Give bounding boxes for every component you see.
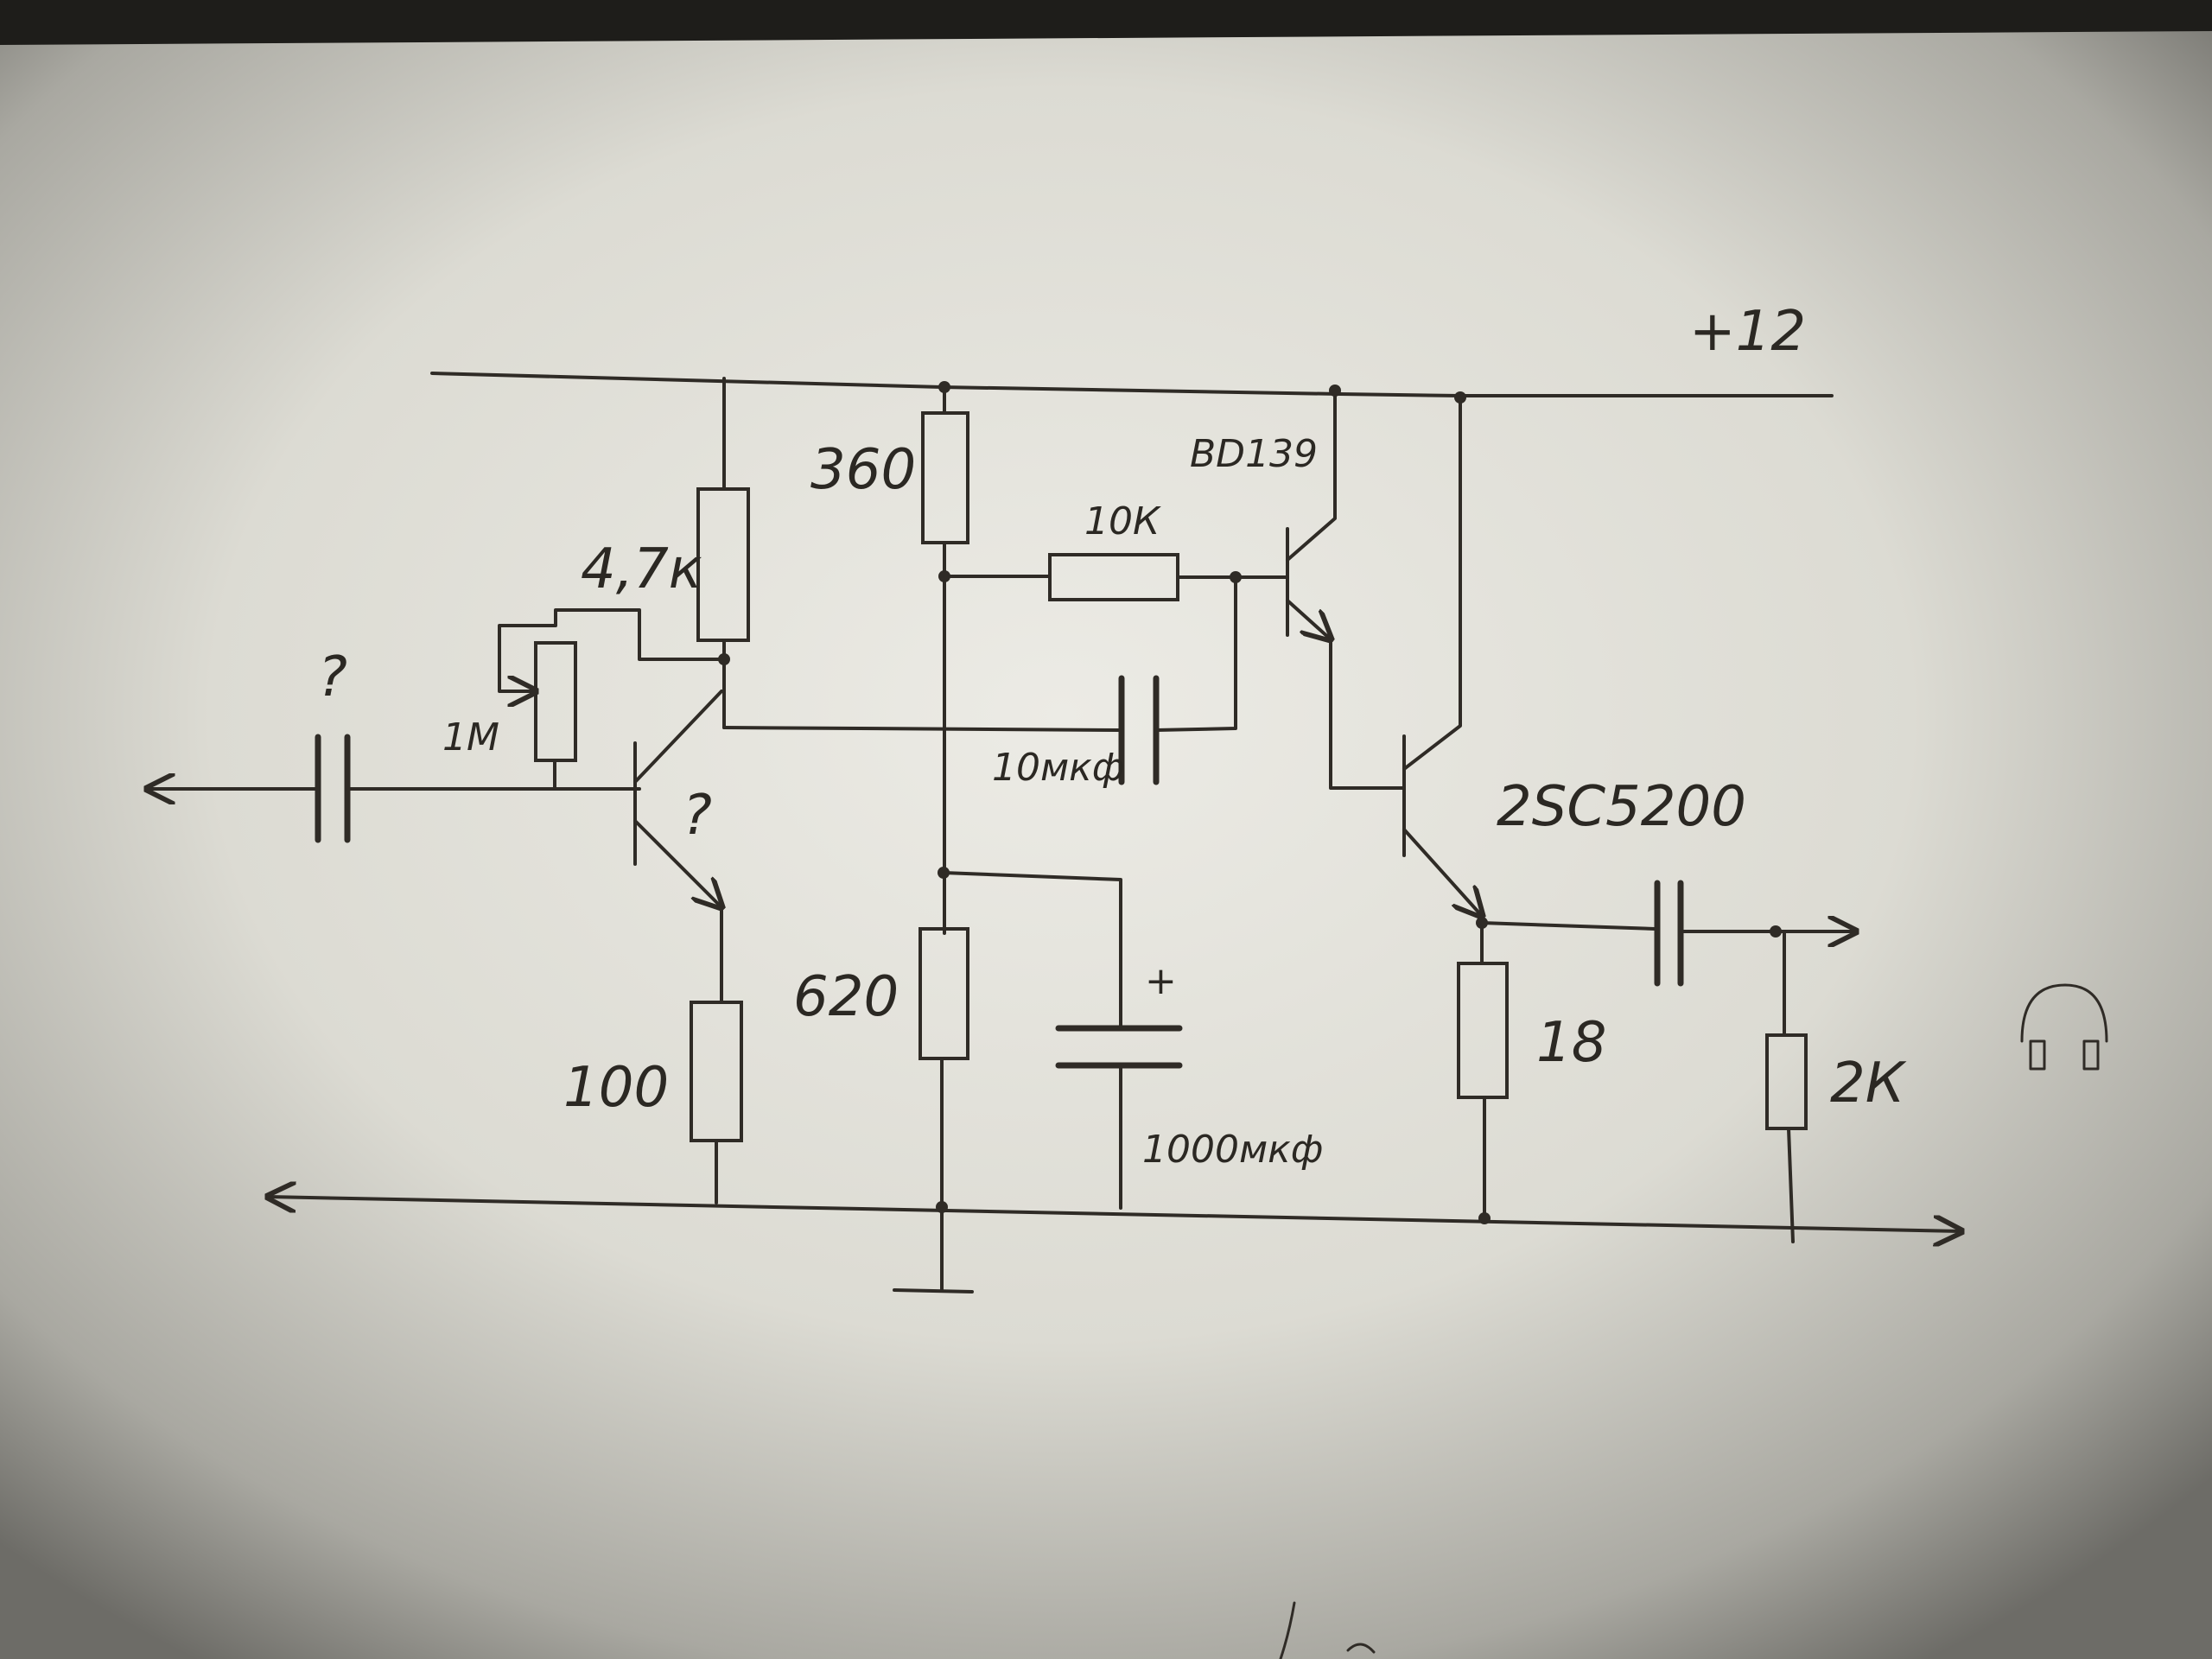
resistor-10k-label: 10К [1084, 499, 1161, 543]
paper-surface [0, 31, 2212, 1659]
capacitor-1000uf-label: 1000мкф [1142, 1128, 1323, 1172]
resistor-100 [690, 906, 743, 1205]
resistor-18 [1457, 914, 1509, 1224]
supply-label: +12 [1689, 300, 1806, 364]
input-capacitor-label: ? [318, 645, 347, 709]
resistor-360-label: 360 [810, 438, 916, 502]
resistor-2k-label: 2К [1830, 1052, 1907, 1116]
ground-symbol [893, 1201, 974, 1294]
resistor-620 [918, 867, 969, 1209]
q3-label: 2SC5200 [1497, 775, 1746, 839]
headphones-icon [2020, 983, 2108, 1071]
capacitor-1000uf-plus: + [1145, 959, 1177, 1003]
q2-label: BD139 [1190, 432, 1318, 476]
capacitor-1000uf [942, 871, 1183, 1210]
ground-rail [268, 1197, 1961, 1231]
q3-transistor [1402, 391, 1482, 916]
q1-transistor [633, 690, 721, 907]
input-capacitor [315, 734, 641, 843]
resistor-100-label: 100 [563, 1056, 669, 1120]
pen-stroke [1279, 1601, 1376, 1659]
q1-label: ? [683, 784, 712, 848]
q2-transistor [1286, 385, 1406, 790]
resistor-10k [943, 553, 1289, 601]
resistor-620-label: 620 [793, 965, 899, 1029]
collector-wire [722, 726, 1121, 732]
resistor-4k7-label: 4,7к [581, 537, 702, 601]
resistor-2k [1765, 930, 1808, 1243]
trimmer-1m-label: 1М [442, 715, 499, 760]
resistor-4k7 [696, 377, 750, 729]
output-terminal [1679, 925, 1856, 938]
capacitor-10uf-label: 10мкф [992, 746, 1124, 790]
resistor-18-label: 18 [1536, 1011, 1606, 1075]
capacitor-10uf [1118, 575, 1237, 785]
trimmer-1m [498, 608, 726, 791]
